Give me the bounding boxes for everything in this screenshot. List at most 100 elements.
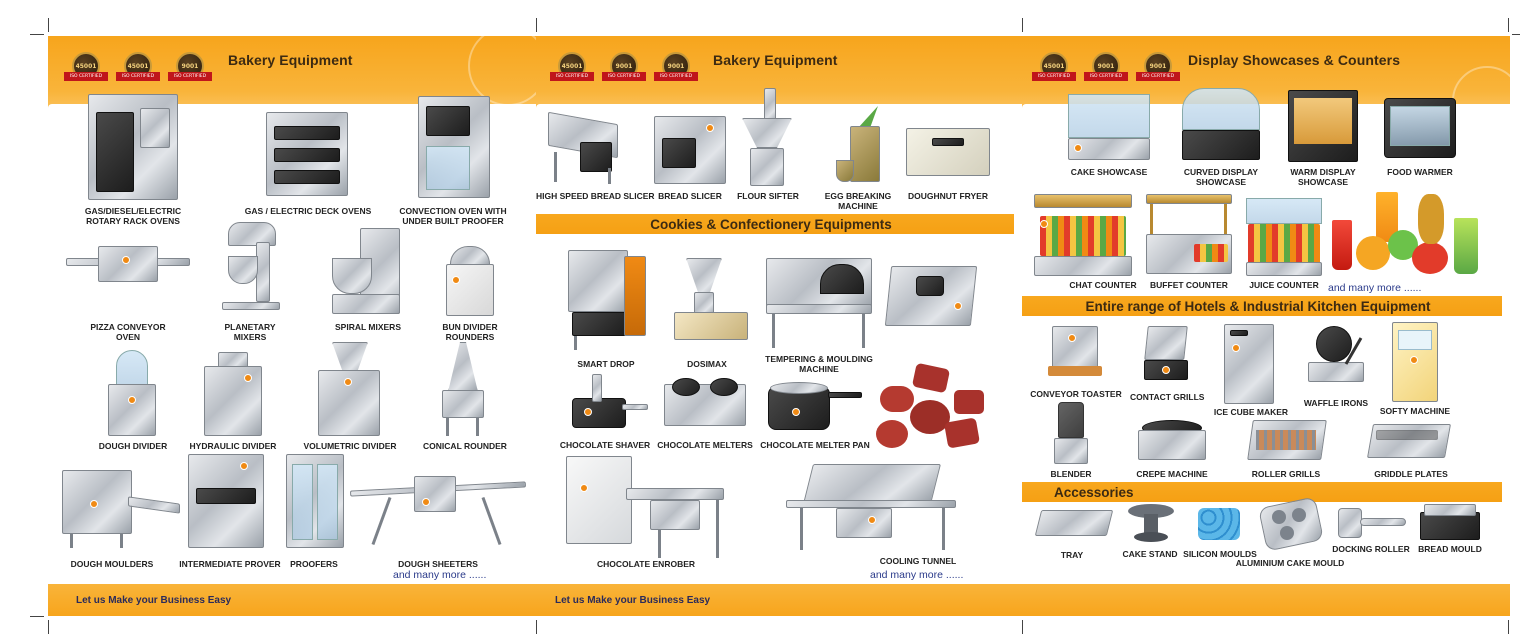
item-label: BUFFET COUNTER bbox=[1150, 280, 1228, 290]
panel-title: Display Showcases & Counters bbox=[1188, 52, 1401, 68]
roller-grill-icon bbox=[1247, 420, 1327, 464]
intermediate-prover-icon bbox=[188, 454, 264, 550]
crop-mark bbox=[1508, 620, 1509, 634]
item-label: DOSIMAX bbox=[687, 359, 727, 369]
item-label: CHOCOLATE SHAVER bbox=[559, 440, 651, 450]
footer-band bbox=[1022, 584, 1510, 616]
high-speed-bread-slicer-icon bbox=[540, 111, 622, 184]
dough-sheeter-icon bbox=[349, 476, 527, 548]
crepe-machine-icon bbox=[1138, 420, 1206, 464]
item-label: CAKE STAND bbox=[1122, 549, 1178, 559]
cake-showcase-icon bbox=[1068, 94, 1150, 162]
and-many-more-text: and many more ...... bbox=[870, 569, 964, 581]
item-label: PROOFERS bbox=[290, 559, 338, 569]
section-title: Entire range of Hotels & Industrial Kitc… bbox=[1085, 298, 1431, 314]
item-label: SPIRAL MIXERS bbox=[335, 322, 401, 332]
item-label: ICE CUBE MAKER bbox=[1213, 407, 1289, 417]
fresh-fruits-juice-icon bbox=[1332, 184, 1482, 280]
item-label: DOCKING ROLLER bbox=[1332, 544, 1410, 554]
item-label: FLOUR SIFTER bbox=[737, 191, 799, 201]
item-label: INTERMEDIATE PROVER bbox=[179, 559, 281, 569]
spiral-mixer-icon bbox=[332, 228, 404, 314]
item-label: DOUGH SHEETERS bbox=[398, 559, 478, 569]
deck-oven-icon bbox=[266, 112, 348, 196]
item-label: DOUGHNUT FRYER bbox=[908, 191, 988, 201]
crop-mark bbox=[1022, 620, 1023, 634]
dough-divider-icon bbox=[108, 350, 156, 436]
planetary-mixer-icon bbox=[218, 222, 284, 316]
tempering-moulding-machine-icon bbox=[766, 258, 872, 348]
item-label: CONTACT GRILLS bbox=[1130, 392, 1205, 402]
section-bar-cookies-confectionery: Cookies & Confectionery Equipments bbox=[536, 214, 1014, 234]
docking-roller-icon bbox=[1338, 504, 1408, 540]
item-label: CREPE MACHINE bbox=[1136, 469, 1208, 479]
item-label: CHOCOLATE ENROBER bbox=[596, 559, 696, 569]
footer-band bbox=[48, 584, 536, 616]
contact-grill-icon bbox=[1144, 326, 1188, 388]
chat-counter-icon bbox=[1034, 194, 1132, 278]
conical-rounder-icon bbox=[438, 342, 488, 436]
item-label: CHOCOLATE MELTER PAN bbox=[760, 440, 870, 450]
silicon-mould-icon bbox=[1198, 508, 1240, 540]
section-bar-accessories: Accessories bbox=[1022, 482, 1502, 502]
bread-mould-icon bbox=[1420, 504, 1480, 542]
smart-drop-icon bbox=[568, 250, 648, 350]
crop-mark bbox=[536, 620, 537, 634]
convection-oven-icon bbox=[418, 96, 490, 198]
chocolate-melter-icon bbox=[664, 378, 746, 430]
curved-display-showcase-icon bbox=[1182, 88, 1260, 162]
item-label: COOLING TUNNEL bbox=[879, 556, 957, 566]
crop-mark bbox=[1022, 18, 1023, 32]
crop-mark bbox=[48, 620, 49, 634]
item-label: HIGH SPEED BREAD SLICER bbox=[536, 191, 655, 201]
item-label: CONVEYOR TOASTER bbox=[1030, 389, 1122, 399]
section-title: Accessories bbox=[1054, 484, 1134, 500]
item-label: TRAY bbox=[1060, 550, 1084, 560]
warm-display-showcase-icon bbox=[1288, 90, 1358, 162]
chocolates-icon bbox=[876, 362, 986, 452]
panel-title: Bakery Equipment bbox=[713, 52, 838, 68]
waffle-iron-icon bbox=[1308, 326, 1364, 386]
crop-mark bbox=[48, 18, 49, 32]
dough-moulder-icon bbox=[62, 460, 182, 550]
item-label: HYDRAULIC DIVIDER bbox=[189, 441, 277, 451]
and-many-more-text: and many more ...... bbox=[1328, 282, 1422, 294]
flour-sifter-icon bbox=[738, 88, 796, 186]
panel-title: Bakery Equipment bbox=[228, 52, 353, 68]
item-label: GRIDDLE PLATES bbox=[1374, 469, 1448, 479]
pizza-conveyor-oven-icon bbox=[66, 242, 190, 288]
tray-icon bbox=[1034, 508, 1114, 538]
conveyor-toaster-icon bbox=[1048, 326, 1102, 386]
softy-machine-icon bbox=[1392, 322, 1438, 402]
section-bar-hotels-kitchen: Entire range of Hotels & Industrial Kitc… bbox=[1022, 296, 1502, 316]
item-label: SOFTY MACHINE bbox=[1379, 406, 1451, 416]
item-label: FOOD WARMER bbox=[1387, 167, 1453, 177]
item-label: DOUGH DIVIDER bbox=[98, 441, 168, 451]
ice-cube-maker-icon bbox=[1224, 324, 1274, 404]
hydraulic-divider-icon bbox=[204, 352, 262, 436]
chocolate-tempering-unit-icon bbox=[884, 256, 978, 336]
crop-mark bbox=[536, 18, 537, 32]
item-label: BREAD MOULD bbox=[1418, 544, 1482, 554]
crop-mark bbox=[30, 34, 44, 35]
food-warmer-icon bbox=[1384, 98, 1456, 158]
item-label: CHOCOLATE MELTERS bbox=[657, 440, 753, 450]
item-label: WAFFLE IRONS bbox=[1303, 398, 1369, 408]
